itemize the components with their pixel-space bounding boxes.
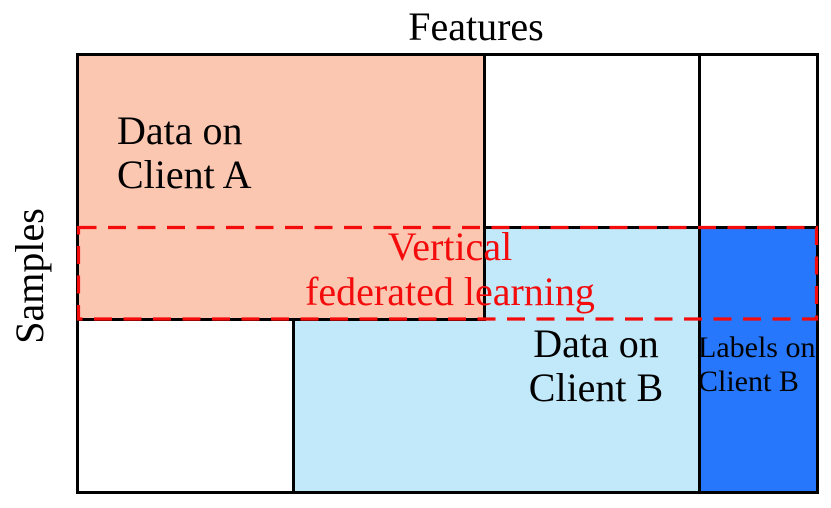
- vfl-label-line1: Vertical: [387, 224, 513, 269]
- client-b-label-line1: Data on: [533, 321, 659, 366]
- client-b-label-line2: Client B: [528, 365, 664, 410]
- labels-b-label-line2: Client B: [698, 365, 799, 398]
- samples-axis-label: Samples: [7, 208, 52, 344]
- client-a-label: Data on Client A: [117, 109, 251, 197]
- vfl-label: Vertical federated learning: [305, 224, 595, 314]
- client-a-label-line2: Client A: [117, 152, 252, 197]
- vfl-label-line2: federated learning: [305, 269, 595, 314]
- features-axis-label: Features: [408, 4, 544, 49]
- labels-on-client-b-label: Labels on Client B: [698, 331, 815, 399]
- labels-b-label-line1: Labels on: [698, 331, 816, 364]
- client-b-label: Data on Client B: [529, 322, 663, 410]
- client-a-label-line1: Data on: [117, 108, 243, 153]
